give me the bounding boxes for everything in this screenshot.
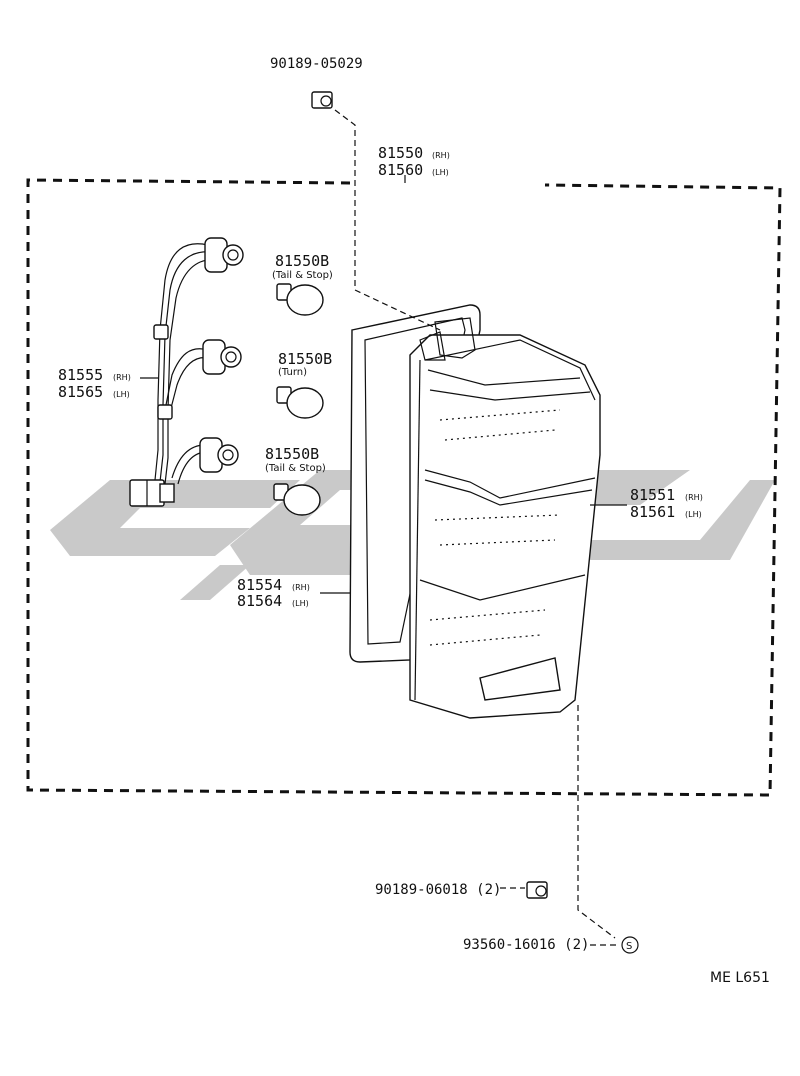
label-lamp-assy-lh: 81560 bbox=[378, 161, 423, 179]
label-lamp-assy-rh: 81550 bbox=[378, 144, 423, 162]
socket-middle bbox=[202, 339, 242, 375]
label-gasket-rh-tag: (RH) bbox=[292, 583, 310, 592]
label-gasket-lh: 81564 bbox=[237, 592, 282, 610]
socket-wire-harness bbox=[129, 237, 244, 507]
label-screw-top: 90189-05029 bbox=[270, 56, 363, 72]
label-lens-rh: 81551 bbox=[630, 486, 675, 504]
label-lens-lh: 81561 bbox=[630, 503, 675, 521]
label-bulb-2-number: 81550B bbox=[265, 445, 319, 463]
socket-top bbox=[204, 237, 244, 273]
assembly-frame bbox=[26, 178, 782, 797]
screw-top bbox=[311, 91, 333, 109]
label-socket-wire: 81555 (RH) 81565 (LH) bbox=[58, 366, 131, 401]
lamp-assembly bbox=[409, 317, 601, 719]
label-socket-wire-rh: 81555 bbox=[58, 366, 103, 384]
label-socket-wire-rh-tag: (RH) bbox=[113, 373, 131, 382]
label-lamp-assy-rh-tag: (RH) bbox=[432, 151, 450, 160]
leader-bottom bbox=[577, 705, 616, 939]
label-socket-wire-lh-tag: (LH) bbox=[113, 390, 130, 399]
label-gasket-rh: 81554 bbox=[237, 576, 282, 594]
label-screw-bottom: 93560-16016 (2) bbox=[463, 937, 589, 953]
label-lamp-assy-lh-tag: (LH) bbox=[432, 168, 449, 177]
label-bulb-1-note: (Tail & Stop) bbox=[272, 270, 333, 281]
label-nut-bottom: 90189-06018 (2) bbox=[375, 882, 501, 898]
nut-bottom bbox=[526, 881, 548, 899]
label-lens: 81551 (RH) 81561 (LH) bbox=[630, 486, 703, 521]
label-lens-lh-tag: (LH) bbox=[685, 510, 702, 519]
bulb-tail-stop-2 bbox=[273, 483, 321, 516]
label-lens-rh-tag: (RH) bbox=[685, 493, 703, 502]
leader-screw-top bbox=[334, 109, 441, 331]
bulb-turn bbox=[276, 386, 324, 419]
harness-connector bbox=[129, 479, 175, 507]
screw-bottom-symbol-letter: S bbox=[626, 941, 632, 952]
bulb-tail-stop-1 bbox=[276, 283, 324, 316]
label-bulb-turn-number: 81550B bbox=[278, 350, 332, 368]
label-bulb-tail-stop-2: 81550B (Tail & Stop) bbox=[265, 445, 326, 474]
label-bulb-turn-note: (Turn) bbox=[278, 367, 307, 378]
label-bulb-2-note: (Tail & Stop) bbox=[265, 463, 326, 474]
screw-bottom-symbol: S bbox=[621, 936, 639, 954]
label-socket-wire-lh: 81565 bbox=[58, 383, 103, 401]
diagram-reference: ME L651 bbox=[710, 970, 770, 986]
label-bulb-1-number: 81550B bbox=[275, 252, 329, 270]
label-bulb-tail-stop-1: 81550B (Tail & Stop) bbox=[272, 252, 333, 281]
label-gasket-lh-tag: (LH) bbox=[292, 599, 309, 608]
label-gasket: 81554 (RH) 81564 (LH) bbox=[237, 576, 310, 610]
label-bulb-turn: 81550B (Turn) bbox=[278, 350, 332, 378]
label-lamp-assy: 81550 (RH) 81560 (LH) bbox=[378, 144, 450, 179]
socket-bottom bbox=[199, 437, 239, 473]
